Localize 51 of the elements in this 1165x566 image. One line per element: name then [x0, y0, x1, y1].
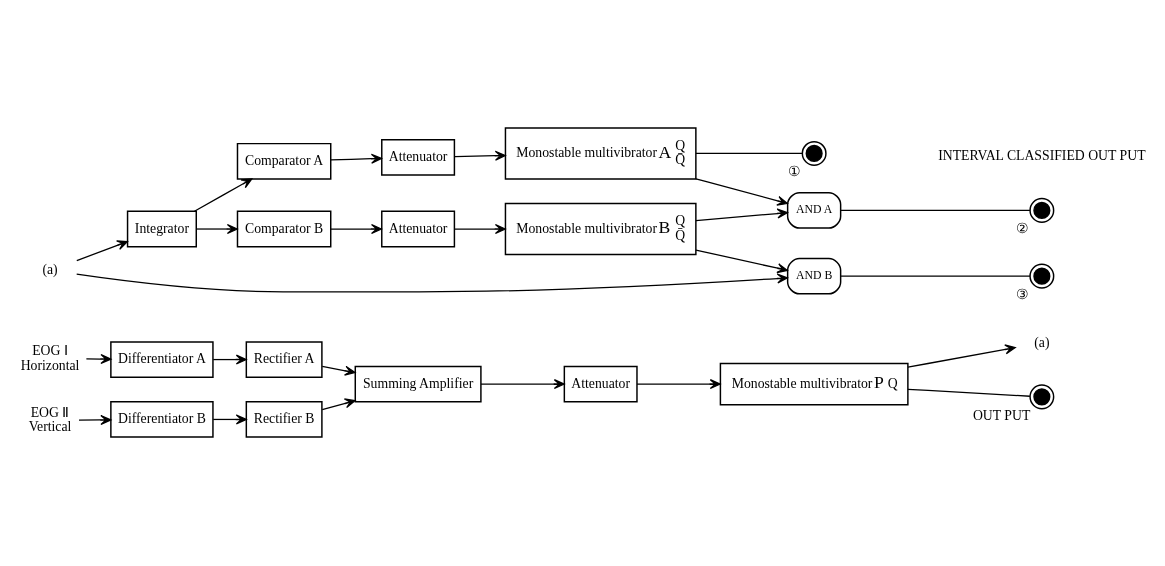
arrow [76, 272, 788, 292]
node-circle [801, 140, 827, 166]
arrow [193, 177, 253, 212]
arrow [330, 223, 382, 234]
label: INTERVAL CLASSIFIED OUT PUT [938, 147, 1146, 163]
node-box: Attenuator [381, 210, 456, 247]
arrow [695, 207, 789, 221]
arrow [695, 248, 789, 273]
arrow [695, 177, 789, 206]
arrow [212, 413, 247, 424]
node-label: ③ [1016, 286, 1030, 302]
node-circle [1029, 383, 1055, 409]
arrow [321, 365, 356, 376]
node-box: Summing Amplifier [354, 365, 482, 402]
connector [907, 388, 1031, 397]
arrow [321, 397, 356, 410]
arrow [454, 150, 506, 161]
arrow [636, 378, 721, 389]
node-box: AND A [786, 191, 842, 229]
arrow [907, 343, 1016, 368]
arrow [78, 414, 112, 425]
node-label: ② [1016, 220, 1030, 236]
arrow [480, 378, 565, 389]
arrow [195, 223, 238, 234]
connector [695, 152, 803, 154]
node-label: ① [788, 163, 802, 179]
node-box: Attenuator [563, 365, 638, 402]
arrow [85, 353, 112, 364]
node-circle [1029, 197, 1055, 223]
node-circle [1029, 263, 1055, 289]
node-box: Differentiator A [110, 340, 214, 378]
node-box: Integrator [126, 210, 197, 247]
node-box: Comparator A [236, 142, 332, 180]
node-text: EOG Ⅱ Vertical [28, 404, 72, 434]
node-box: Comparator B [236, 210, 332, 247]
arrow [330, 153, 382, 164]
node-box: Rectifier B [245, 400, 323, 438]
node-box: AND B [786, 257, 842, 295]
arrow [454, 223, 506, 234]
arrow [76, 239, 129, 261]
node-text: EOG Ⅰ Horizontal [20, 342, 80, 373]
node-label: OUT PUT [972, 407, 1031, 423]
node-text: (a) [42, 261, 58, 277]
connector [840, 209, 1031, 211]
connector [840, 275, 1031, 277]
node-text: (a) [1034, 334, 1050, 350]
node-box: Attenuator [381, 138, 456, 176]
arrow [212, 354, 247, 365]
node-box: Differentiator B [110, 400, 214, 438]
node-box: Rectifier A [245, 340, 323, 378]
node-box: Monostable multivibratorP Q [719, 362, 909, 405]
